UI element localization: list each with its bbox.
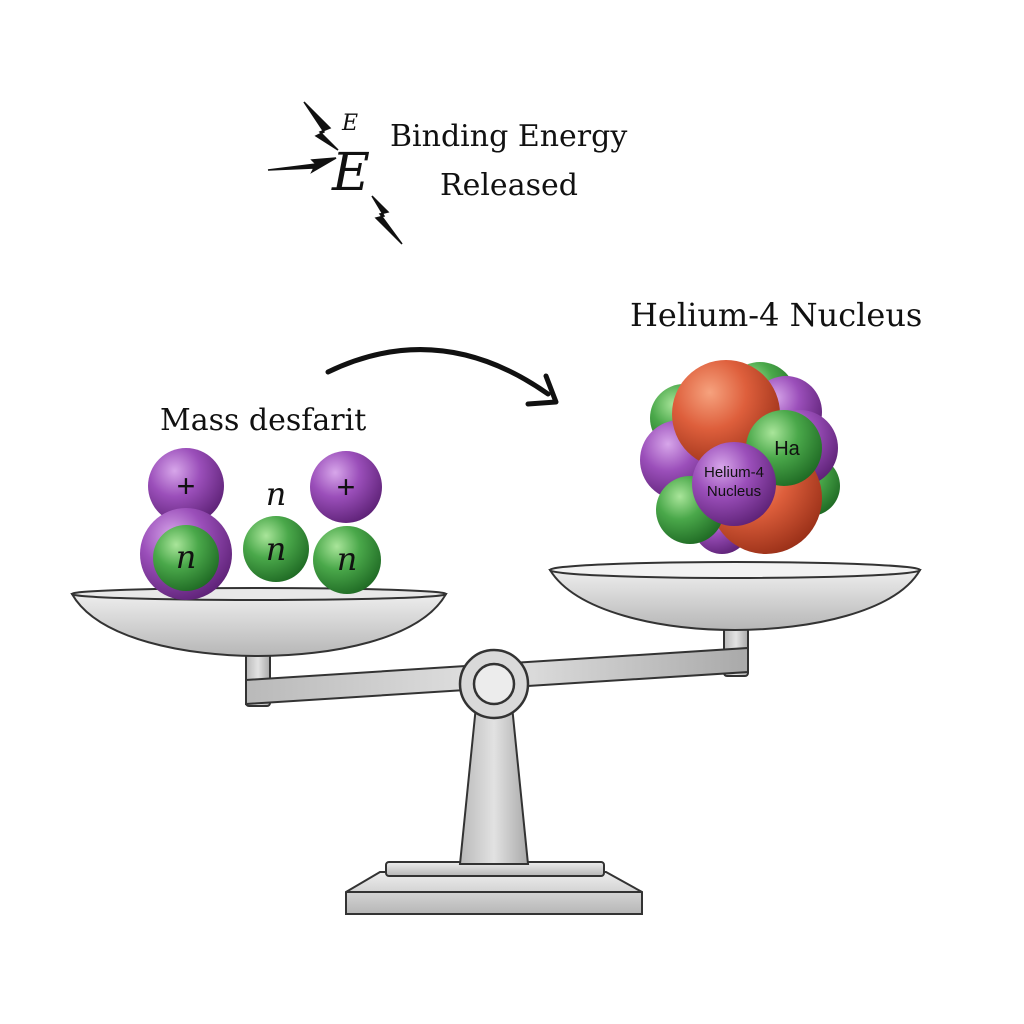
proton-symbol: + [177,468,196,504]
ha-label: Ha [774,438,800,460]
scale-pivot [458,648,530,720]
neutron-symbol-floating: n [266,475,287,513]
core-label-line2: Nucleus [707,483,761,500]
energy-label-line2: Released [440,168,578,203]
lightning-icon [267,101,403,245]
proton-ball [692,442,776,526]
left-particles: + n n n + n [140,448,382,600]
scale-base [345,861,643,915]
neutron-ball [313,526,381,594]
neutron-symbol: n [266,530,287,568]
proton-symbol: + [337,469,356,505]
helium-nucleus: Ha Helium-4 Nucleus [640,360,840,554]
energy-label-line1: Binding Energy [390,119,627,154]
right-pan [548,561,922,632]
left-pan [70,587,448,658]
proton-ball [148,448,224,524]
scale-pillar [458,705,530,865]
energy-symbol: E [331,143,370,203]
energy-symbol-small: E [341,111,358,136]
neutron-ball [243,516,309,582]
proton-ball [310,451,382,523]
reactants-label: Mass desfarit [160,403,366,438]
product-label: Helium-4 Nucleus [630,296,922,334]
neutron-symbol: n [337,540,358,578]
neutron-symbol: n [176,538,197,576]
reaction-arrow [325,347,559,407]
neutron-ball [153,525,219,591]
core-label-line1: Helium-4 [704,464,764,481]
